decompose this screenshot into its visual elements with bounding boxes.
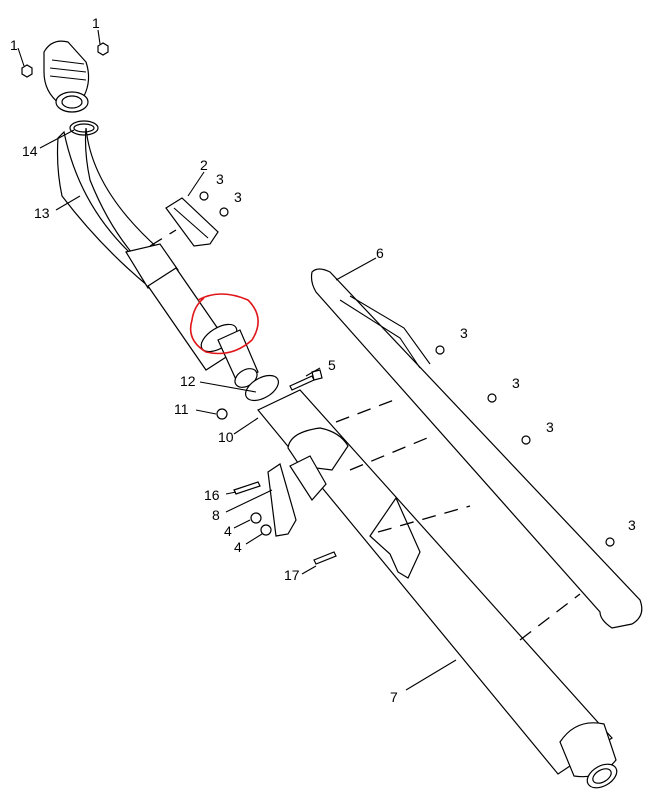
nut-3d xyxy=(487,393,497,403)
callout-3-a: 3 xyxy=(216,171,224,187)
bolt-16 xyxy=(233,481,261,495)
muffler-body xyxy=(257,389,618,789)
bolt-17 xyxy=(313,551,337,565)
callout-1-left: 1 xyxy=(10,37,18,53)
callout-11: 11 xyxy=(174,401,189,417)
callout-1-right: 1 xyxy=(92,15,100,31)
leader-lines xyxy=(17,29,457,691)
callout-2: 2 xyxy=(200,157,208,173)
mounting-plate xyxy=(369,496,421,579)
callout-4-a: 4 xyxy=(224,523,232,539)
callout-14: 14 xyxy=(22,143,38,159)
callout-3-e: 3 xyxy=(546,419,554,435)
nut-3b xyxy=(219,207,229,217)
callout-10: 10 xyxy=(218,429,234,445)
mounting-dashes xyxy=(335,399,581,641)
callout-3-b: 3 xyxy=(234,189,242,205)
callout-3-f: 3 xyxy=(628,517,636,533)
callout-8: 8 xyxy=(212,507,220,523)
callout-17: 17 xyxy=(284,567,300,583)
callout-6: 6 xyxy=(376,245,384,261)
nut-1-right xyxy=(97,42,109,56)
nut-3c xyxy=(435,345,445,355)
head-pipe xyxy=(56,127,259,388)
nut-4a xyxy=(250,512,262,524)
callout-13: 13 xyxy=(34,205,50,221)
highlight-circle xyxy=(189,293,259,355)
callout-3-c: 3 xyxy=(460,325,468,341)
nut-4b xyxy=(260,524,272,536)
inlet-flange xyxy=(43,40,90,113)
nut-1-left xyxy=(21,64,33,78)
callout-5: 5 xyxy=(328,357,336,373)
nut-3e xyxy=(521,435,531,445)
callout-3-d: 3 xyxy=(512,375,520,391)
gasket-ring xyxy=(69,120,99,136)
callout-12: 12 xyxy=(180,373,196,389)
nut-11 xyxy=(216,408,228,420)
heat-shield-small xyxy=(149,197,219,247)
nut-3f xyxy=(605,537,615,547)
bolt-5 xyxy=(289,369,323,391)
nut-3a xyxy=(199,191,209,201)
callout-16: 16 xyxy=(204,487,220,503)
callout-4-b: 4 xyxy=(234,539,242,555)
bracket xyxy=(267,463,297,537)
clamp xyxy=(245,374,279,402)
heat-shield-long xyxy=(310,268,643,629)
callout-7: 7 xyxy=(390,689,398,705)
